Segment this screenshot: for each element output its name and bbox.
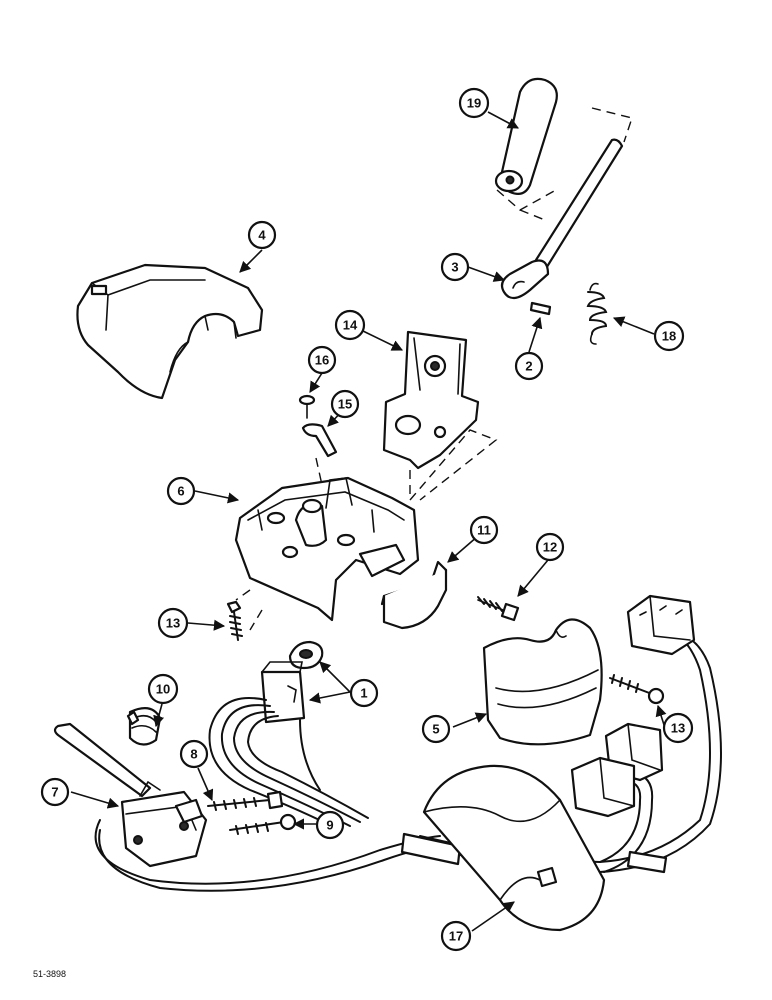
svg-text:12: 12 [543,540,557,555]
screw-right-part [609,674,665,705]
screw-left-part [226,600,243,641]
callout-13-right: 13 [662,712,694,744]
small-screw-part [298,394,316,419]
spring-part [586,282,608,345]
grommet-part [126,707,162,746]
callout-10: 10 [147,673,179,705]
callout-9: 9 [315,810,345,840]
callout-8: 8 [179,739,209,769]
clip-part [301,423,338,486]
bolt-part [477,596,520,622]
lever-rod-part [500,107,633,300]
svg-text:4: 4 [258,228,266,243]
svg-text:8: 8 [190,747,197,762]
switch-housing-part [234,476,420,631]
svg-text:13: 13 [671,721,685,736]
clamp-part [380,560,448,630]
callout-13-left: 13 [157,607,189,639]
svg-text:3: 3 [451,260,458,275]
svg-text:18: 18 [662,329,676,344]
svg-text:13: 13 [166,616,180,631]
harness-connectors [570,594,696,818]
callout-4: 4 [247,220,277,250]
callout-1: 1 [349,678,379,708]
svg-text:1: 1 [360,686,367,701]
callout-5: 5 [421,714,451,744]
figure-reference: 51-3898 [33,969,66,979]
svg-text:15: 15 [338,397,352,412]
svg-text:14: 14 [343,318,358,333]
callout-11: 11 [469,515,499,545]
svg-text:10: 10 [156,682,170,697]
callout-14: 14 [334,309,366,341]
svg-text:9: 9 [326,818,333,833]
leader-lines [70,111,667,932]
upper-cover-part [76,263,264,400]
svg-text:17: 17 [449,929,463,944]
mounting-bracket-part [382,330,498,502]
pin-part [529,301,552,316]
lever-grip-part [494,77,558,221]
svg-text:2: 2 [525,359,532,374]
callout-3: 3 [440,252,470,282]
turn-signal-switch-part [53,722,297,868]
callout-16: 16 [307,345,337,375]
callout-12: 12 [535,532,565,562]
lower-cover-part [482,618,603,746]
svg-text:16: 16 [315,353,329,368]
svg-text:5: 5 [432,722,439,737]
toggle-switch-part [260,640,324,724]
callout-15: 15 [330,389,360,419]
protective-tube-part [422,764,606,932]
callout-2: 2 [514,351,544,381]
callout-7: 7 [40,777,70,807]
callout-6: 6 [166,476,196,506]
svg-text:11: 11 [477,523,491,538]
callout-19: 19 [458,87,490,119]
svg-text:19: 19 [467,96,481,111]
svg-text:7: 7 [51,785,58,800]
svg-text:6: 6 [177,484,184,499]
callout-18: 18 [653,320,685,352]
callout-17: 17 [440,920,472,952]
